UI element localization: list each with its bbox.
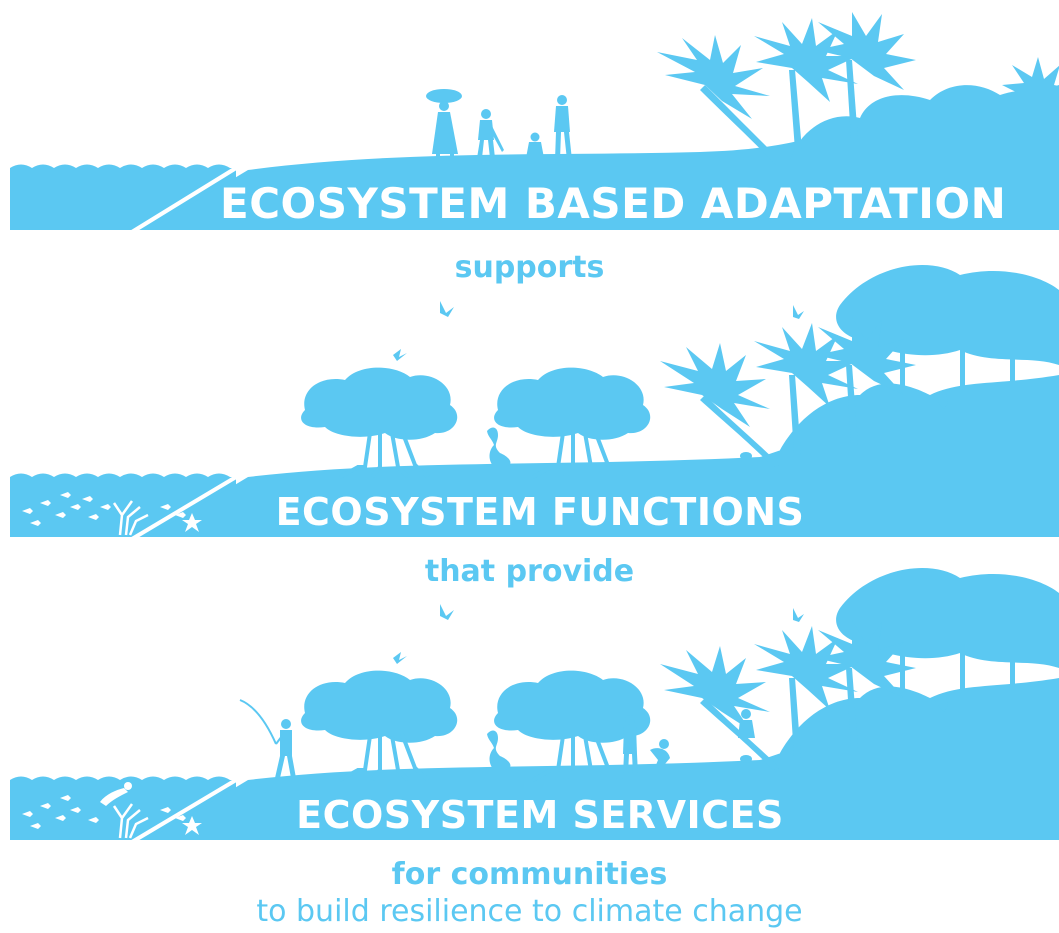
panel-services: ECOSYSTEM SERVICES <box>0 548 1059 843</box>
person-icon <box>526 132 544 158</box>
diver-icon <box>100 782 132 806</box>
heron-icon <box>487 427 511 477</box>
rainforest-canopy <box>836 568 1059 738</box>
land-band <box>148 90 1059 230</box>
connector-supports: supports <box>454 250 605 285</box>
mangrove-icon <box>301 367 458 479</box>
bird-icon <box>440 301 454 317</box>
bird-icon <box>393 349 407 361</box>
fish-school-icon <box>22 492 186 526</box>
vegetation-mass <box>790 85 1059 170</box>
panel-functions: ECOSYSTEM FUNCTIONS <box>0 245 1059 540</box>
fish-school-icon <box>22 795 186 829</box>
person-icon <box>426 89 462 160</box>
crab-icon <box>740 452 752 460</box>
person-icon <box>554 95 572 160</box>
land-band <box>148 688 1059 840</box>
butterfly-icon <box>934 696 948 712</box>
rainforest-canopy <box>836 265 1059 435</box>
land-band <box>148 385 1059 537</box>
coral-icon <box>112 803 149 839</box>
person-icon <box>623 715 638 774</box>
butterfly-icon <box>934 393 948 409</box>
bird-icon <box>440 604 454 620</box>
adaptation-landscape <box>10 12 1059 232</box>
palm-tree-icon <box>754 323 858 455</box>
mangrove-icon <box>494 670 651 782</box>
panel-title-adaptation: ECOSYSTEM BASED ADAPTATION <box>220 179 1007 228</box>
starfish-icon <box>182 816 202 835</box>
bird-icon <box>793 305 804 319</box>
coral-icon <box>112 500 149 536</box>
functions-landscape <box>10 265 1059 539</box>
heron-icon <box>487 730 511 780</box>
bird-icon <box>393 652 407 664</box>
connector-for-communities: for communities <box>391 857 668 892</box>
person-icon <box>650 739 670 770</box>
palm-tree-icon <box>754 626 858 758</box>
mangrove-icon <box>494 367 651 479</box>
palm-tree-icon <box>660 646 780 770</box>
palm-tree-icon <box>1002 57 1059 113</box>
palm-tree-icon <box>754 18 858 150</box>
crab-icon <box>740 755 752 763</box>
person-icon <box>738 709 755 738</box>
panel-adaptation: ECOSYSTEM BASED ADAPTATION <box>0 0 1059 232</box>
panel-title-functions: ECOSYSTEM FUNCTIONS <box>275 490 805 534</box>
starfish-icon <box>182 513 202 532</box>
person-icon <box>477 109 504 158</box>
footer-subtitle: to build resilience to climate change <box>256 894 803 929</box>
panel-title-services: ECOSYSTEM SERVICES <box>296 793 784 837</box>
bird-icon <box>793 608 804 622</box>
palm-tree-icon <box>816 620 916 748</box>
palm-tree-icon <box>816 12 916 140</box>
services-landscape <box>10 568 1059 842</box>
mangrove-icon <box>301 670 458 782</box>
fisherman-icon <box>239 699 296 778</box>
palm-tree-icon <box>816 317 916 445</box>
palm-tree-icon <box>660 343 780 467</box>
palm-tree-icon <box>657 35 782 165</box>
connector-that-provide: that provide <box>424 554 635 589</box>
